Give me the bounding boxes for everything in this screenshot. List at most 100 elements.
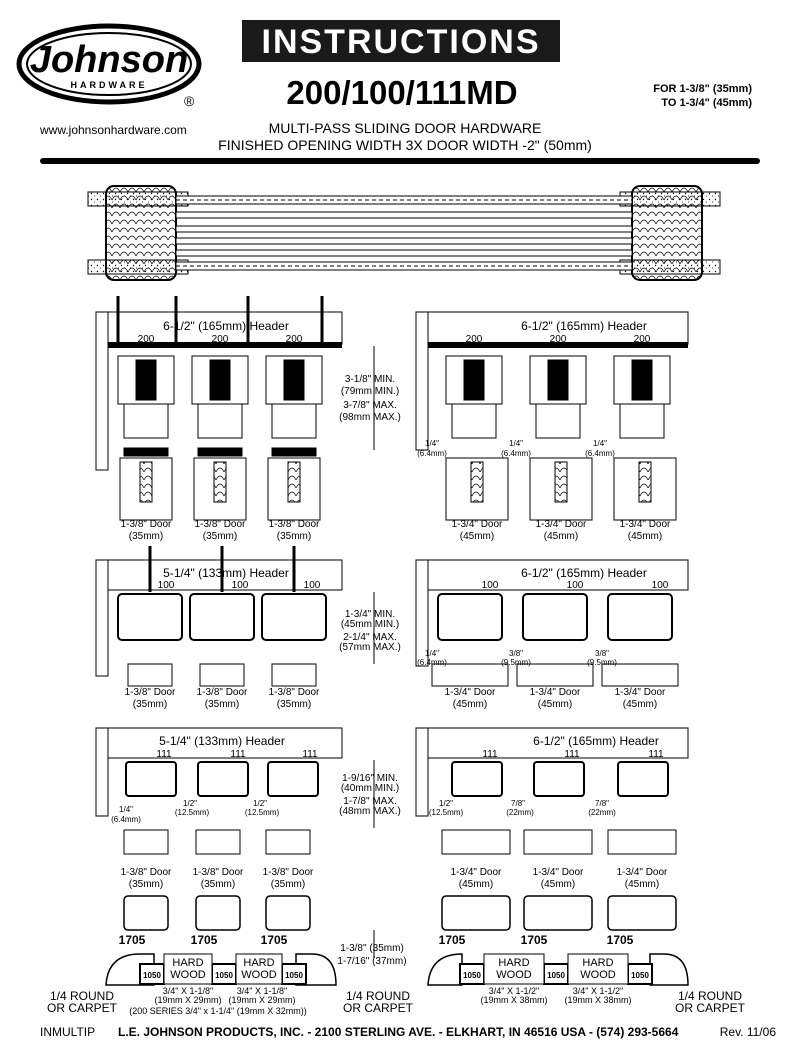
section-200-right: 6-1/2" (165mm) Header 200 200 200 1/4" (… xyxy=(415,311,689,521)
s200-clearance: 3-1/8" MIN. (79mm MIN.) 3-7/8" MAX. (98m… xyxy=(339,346,401,450)
s200-gap-1: 1/4" xyxy=(425,439,439,448)
plate-l3: 1050 xyxy=(285,971,303,980)
s111-half-r: 1/2" xyxy=(439,799,453,808)
section-111-left: 5-1/4" (133mm) Header 111 111 111 1/4" (… xyxy=(95,727,343,855)
s200-gap-2-mm: (6.4mm) xyxy=(501,449,531,458)
guide-r1: 1705 xyxy=(439,933,466,947)
s200-door-r1-mm: (45mm) xyxy=(460,531,494,542)
s111-door-r1: 1-3/4" Door xyxy=(451,867,502,878)
fit-line-1: FOR 1-3/8" (35mm) xyxy=(653,83,752,95)
s111-right-header: 6-1/2" (165mm) Header xyxy=(533,734,659,748)
s100-clr-c: 2-1/4" MAX. xyxy=(343,632,397,643)
revision: Rev. 11/06 xyxy=(719,1025,776,1039)
s200-door-r2: 1-3/4" Door xyxy=(536,519,587,530)
s200-r-track-2: 200 xyxy=(550,334,567,345)
plate-r3: 1050 xyxy=(631,971,649,980)
s200-door-r3-mm: (45mm) xyxy=(628,531,662,542)
s200-clr-b: (79mm MIN.) xyxy=(341,386,399,397)
size-l1: 3/4" X 1-1/8" xyxy=(163,986,213,996)
s100-door-r2-mm: (45mm) xyxy=(538,699,572,710)
s100-left-header: 5-1/4" (133mm) Header xyxy=(163,566,289,580)
s200-gap-3-mm: (6.4mm) xyxy=(585,449,615,458)
round-r2: OR CARPET xyxy=(675,1001,746,1015)
s200-right-header: 6-1/2" (165mm) Header xyxy=(521,319,647,333)
plate-r1: 1050 xyxy=(463,971,481,980)
s111-door-l1: 1-3/8" Door xyxy=(121,867,172,878)
s111-gap-l-mm: (6.4mm) xyxy=(111,815,141,824)
s100-door-l2-mm: (35mm) xyxy=(205,699,239,710)
fit-line-2: TO 1-3/4" (45mm) xyxy=(661,97,752,109)
size-l1-mm: (19mm X 29mm) xyxy=(154,995,221,1005)
floor-guide-section: 1-3/8" (35mm) 1-7/16" (37mm) 1705 1705 1… xyxy=(47,895,746,1016)
s100-clr-d: (57mm MAX.) xyxy=(339,642,401,653)
section-111-right: 6-1/2" (165mm) Header 111 111 111 1/2" (… xyxy=(415,727,689,855)
hardwood-l2-a: HARD xyxy=(243,957,274,969)
model-number: 200/100/111MD xyxy=(286,74,518,111)
s100-door-l3: 1-3/8" Door xyxy=(269,687,320,698)
s111-door-l2: 1-3/8" Door xyxy=(193,867,244,878)
floor-clr-b: 1-7/16" (37mm) xyxy=(337,956,406,967)
s200-left-header: 6-1/2" (165mm) Header xyxy=(163,319,289,333)
section-100-right: 6-1/2" (165mm) Header 100 100 100 1/4" (… xyxy=(415,559,689,687)
section-100-left: 5-1/4" (133mm) Header 100 100 100 xyxy=(95,546,343,687)
s200-door-r1: 1-3/4" Door xyxy=(452,519,503,530)
s111-door-labels: 1-3/8" Door (35mm) 1-3/8" Door (35mm) 1-… xyxy=(121,867,668,890)
instructions-banner: INSTRUCTIONS xyxy=(242,20,560,62)
s100-r-track-1: 100 xyxy=(482,580,499,591)
s100-door-l1: 1-3/8" Door xyxy=(125,687,176,698)
s111-clr-c: 1-7/8" MAX. xyxy=(343,796,397,807)
registered-mark: ® xyxy=(184,93,195,109)
s111-door-l3: 1-3/8" Door xyxy=(263,867,314,878)
s100-door-r3-mm: (45mm) xyxy=(623,699,657,710)
s111-half-r-mm: (12.5mm) xyxy=(429,808,464,817)
s100-gap-2: 3/8" xyxy=(509,649,523,658)
s100-gap-2-mm: (9.5mm) xyxy=(501,658,531,667)
round-r1: 1/4 ROUND xyxy=(678,989,742,1003)
s200-door-l3: 1-3/8" Door xyxy=(269,519,320,530)
s100-door-l2: 1-3/8" Door xyxy=(197,687,248,698)
s100-gap-1: 1/4" xyxy=(425,649,439,658)
s100-door-r3: 1-3/4" Door xyxy=(615,687,666,698)
s200-clr-d: (98mm MAX.) xyxy=(339,412,401,423)
s111-door-r2: 1-3/4" Door xyxy=(533,867,584,878)
s200-clr-a: 3-1/8" MIN. xyxy=(345,374,395,385)
round-l2: OR CARPET xyxy=(47,1001,118,1015)
s111-door-l3-mm: (35mm) xyxy=(271,879,305,890)
s100-clr-b: (45mm MIN.) xyxy=(341,619,399,630)
johnson-hardware-logo: Johnson HARDWARE ® xyxy=(16,23,202,109)
hardwood-l1-b: WOOD xyxy=(170,969,205,981)
hardwood-l1-a: HARD xyxy=(172,957,203,969)
s111-door-r3-mm: (45mm) xyxy=(625,879,659,890)
s111-door-r2-mm: (45mm) xyxy=(541,879,575,890)
s200-track-2: 200 xyxy=(212,334,229,345)
s100-clr-a: 1-3/4" MIN. xyxy=(345,609,395,620)
guide-l3: 1705 xyxy=(261,933,288,947)
s111-half-1: 1/2" xyxy=(183,799,197,808)
s100-door-r1-mm: (45mm) xyxy=(453,699,487,710)
s111-seven-2-mm: (22mm) xyxy=(588,808,616,817)
s111-r-track-1: 111 xyxy=(482,749,498,760)
section-200-left: 6-1/2" (165mm) Header 200 200 200 xyxy=(95,296,343,521)
s200-door-l1: 1-3/8" Door xyxy=(121,519,172,530)
size-r2: 3/4" X 1-1/2" xyxy=(573,986,623,996)
s200-door-l2-mm: (35mm) xyxy=(203,531,237,542)
s111-clr-d: (48mm MAX.) xyxy=(339,806,401,817)
size-r1: 3/4" X 1-1/2" xyxy=(489,986,539,996)
hardwood-r1-b: WOOD xyxy=(496,969,531,981)
desc-line-1: MULTI-PASS SLIDING DOOR HARDWARE xyxy=(268,120,542,136)
round-m2: OR CARPET xyxy=(343,1001,414,1015)
s200-door-r3: 1-3/4" Door xyxy=(620,519,671,530)
round-l1: 1/4 ROUND xyxy=(50,989,114,1003)
s111-seven-1-mm: (22mm) xyxy=(506,808,534,817)
s111-door-r3: 1-3/4" Door xyxy=(617,867,668,878)
logo-sub: HARDWARE xyxy=(71,80,148,90)
website-link[interactable]: www.johnsonhardware.com xyxy=(40,123,187,137)
plate-l1: 1050 xyxy=(143,971,161,980)
s100-right-header: 6-1/2" (165mm) Header xyxy=(521,566,647,580)
size-l2-mm: (19mm X 29mm) xyxy=(228,995,295,1005)
s200-gap-3: 1/4" xyxy=(593,439,607,448)
s200-gap-1-mm: (6.4mm) xyxy=(417,449,447,458)
door-thickness-range: FOR 1-3/8" (35mm) TO 1-3/4" (45mm) xyxy=(602,82,752,110)
s111-clr-b: (40mm MIN.) xyxy=(341,783,399,794)
s200-r-track-3: 200 xyxy=(634,334,651,345)
